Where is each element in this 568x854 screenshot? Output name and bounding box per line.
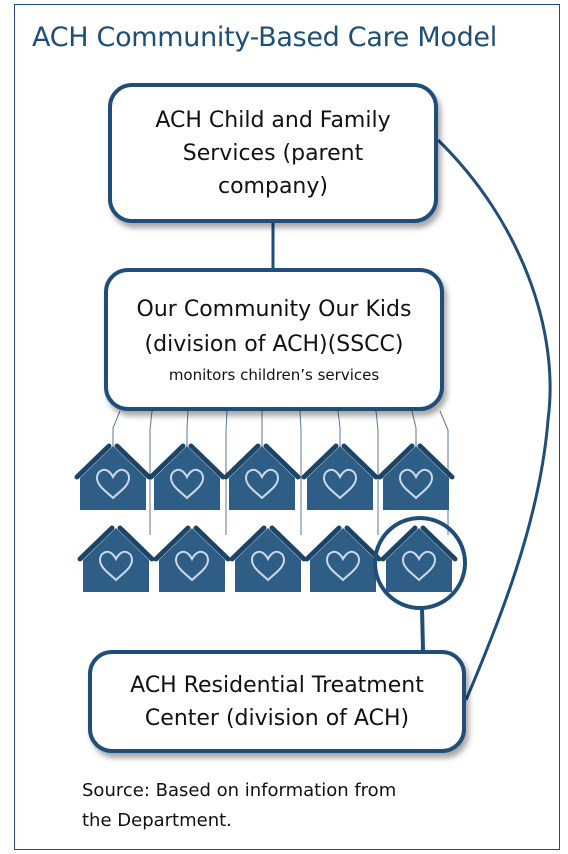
parent-line3: company) (218, 173, 328, 199)
box-parent-company: ACH Child and Family Services (parent co… (108, 83, 438, 223)
house-icon-r1c1 (77, 446, 149, 510)
occk-subtitle: monitors children’s services (168, 366, 380, 384)
occk-line2: (division of ACH)(SSCC) (144, 332, 404, 357)
house-icon-r2c4 (307, 528, 379, 592)
source-line2: the Department. (82, 810, 232, 831)
parent-line2: Services (parent (182, 140, 364, 166)
source-note: Source: Based on information from the De… (82, 776, 396, 836)
house-icon-r2c5 (383, 528, 455, 592)
rtc-line2: Center (division of ACH) (144, 705, 410, 731)
rtc-line1: ACH Residential Treatment (130, 672, 424, 698)
connector-highlight-rtc (420, 607, 425, 651)
box-residential-treatment-center: ACH Residential Treatment Center (divisi… (88, 650, 466, 753)
house-icon-r1c5 (380, 446, 452, 510)
page-title: ACH Community-Based Care Model (32, 22, 497, 53)
source-line1: Source: Based on information from (82, 780, 397, 801)
box-our-community-our-kids: Our Community Our Kids (division of ACH)… (104, 268, 444, 411)
house-icon-r1c4 (304, 446, 376, 510)
occk-line1: Our Community Our Kids (136, 297, 412, 322)
highlight-circle (373, 516, 467, 610)
house-icon-r1c2 (151, 446, 223, 510)
house-icon-r1c3 (226, 446, 298, 510)
house-icon-r2c1 (80, 528, 152, 592)
house-icon-r2c2 (156, 528, 228, 592)
parent-line1: ACH Child and Family (155, 107, 391, 133)
connector-parent-rtc (436, 138, 552, 701)
house-icon-r2c3 (232, 528, 304, 592)
